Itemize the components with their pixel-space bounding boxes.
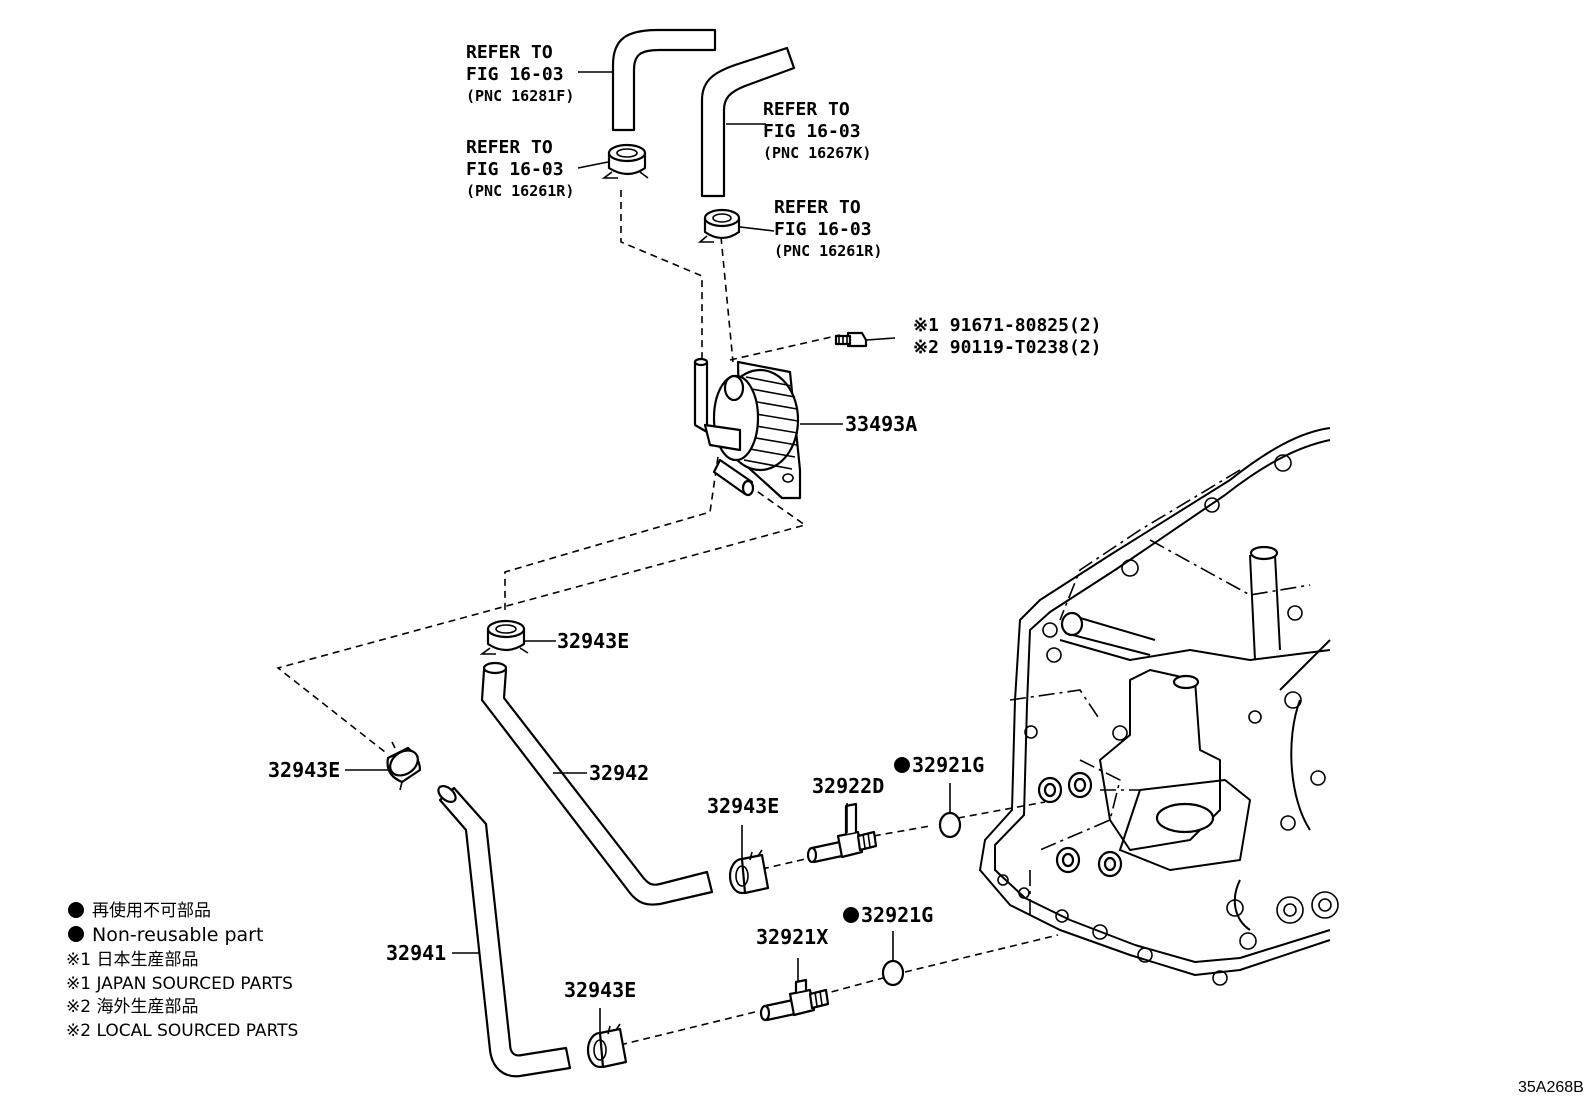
label-text: 32921G [912,753,984,777]
oring-32921g-upper [938,811,962,839]
transmission-case [979,427,1339,986]
label-text: 32921G [861,903,933,927]
illustration-id: 35A268B [1518,1079,1584,1096]
nonreusable-dot-icon [843,907,859,923]
clamp-32943e-mid [728,849,770,895]
hose-16267k [700,46,796,198]
oring-32921g-lower [881,959,905,987]
clamp-32943e-lower [586,1023,628,1069]
legend: 再使用不可部品 Non-reusable part ※1 日本生産部品 ※1 J… [66,900,298,1041]
ref-line1: REFER TO [466,137,553,158]
label-32943e-lower: 32943E [564,978,636,1002]
ref-pnc: (PNC 16267K) [763,144,871,162]
oil-cooler-33493a [693,357,802,500]
bolt-part-number-1: ※1 91671-80825(2) [913,315,1101,336]
ref-line1: REFER TO [466,42,553,63]
legend-japan-en: ※1 JAPAN SOURCED PARTS [66,974,293,994]
ref-line2: FIG 16-03 [763,121,861,142]
ref-line2: FIG 16-03 [466,64,564,85]
legend-japan-jp: ※1 日本生産部品 [66,950,198,970]
label-32941: 32941 [386,941,446,965]
clamp-16261r-left [601,143,649,179]
label-32921x: 32921X [756,925,828,949]
nonreusable-dot-icon [68,926,84,942]
ref-line2: FIG 16-03 [466,159,564,180]
label-32921g-lower: 32921G [843,903,933,927]
leader-lines [345,71,951,1033]
assembly-lines [276,190,1059,1046]
label-32922d: 32922D [812,774,884,798]
ref-pnc: (PNC 16281F) [466,87,574,105]
label-32921g-upper: 32921G [894,753,984,777]
ref-callout-1: REFER TO FIG 16-03 (PNC 16281F) [466,42,574,105]
legend-local-en: ※2 LOCAL SOURCED PARTS [66,1021,298,1041]
ref-callout-2: REFER TO FIG 16-03 (PNC 16261R) [466,137,574,200]
label-32943e-upper: 32943E [557,629,629,653]
label-33493a: 33493A [845,412,917,436]
label-32943e-left: 32943E [268,758,340,782]
ref-pnc: (PNC 16261R) [774,242,882,260]
clamp-16261r-right [697,208,741,243]
bolt-icon [834,331,868,348]
label-32942: 32942 [589,761,649,785]
ref-callout-4: REFER TO FIG 16-03 (PNC 16261R) [774,197,882,260]
nonreusable-dot-icon [68,902,84,918]
bolt-part-number-2: ※2 90119-T0238(2) [913,337,1101,358]
legend-nonreusable-en: Non-reusable part [92,924,263,946]
hose-32942 [480,668,714,906]
legend-local-jp: ※2 海外生産部品 [66,997,198,1017]
hose-16281f [611,28,717,132]
union-32922d [806,802,878,864]
clamp-32943e-upper [479,619,529,655]
ref-callout-3: REFER TO FIG 16-03 (PNC 16267K) [763,99,871,162]
union-32921x [759,978,830,1022]
clamp-32943e-left [386,741,422,791]
label-32943e-mid: 32943E [707,794,779,818]
legend-nonreusable-jp: 再使用不可部品 [92,900,211,921]
nonreusable-dot-icon [894,757,910,773]
hose-32941 [438,786,572,1078]
ref-line1: REFER TO [763,99,850,120]
ref-pnc: (PNC 16261R) [466,182,574,200]
ref-line2: FIG 16-03 [774,219,872,240]
ref-line1: REFER TO [774,197,861,218]
